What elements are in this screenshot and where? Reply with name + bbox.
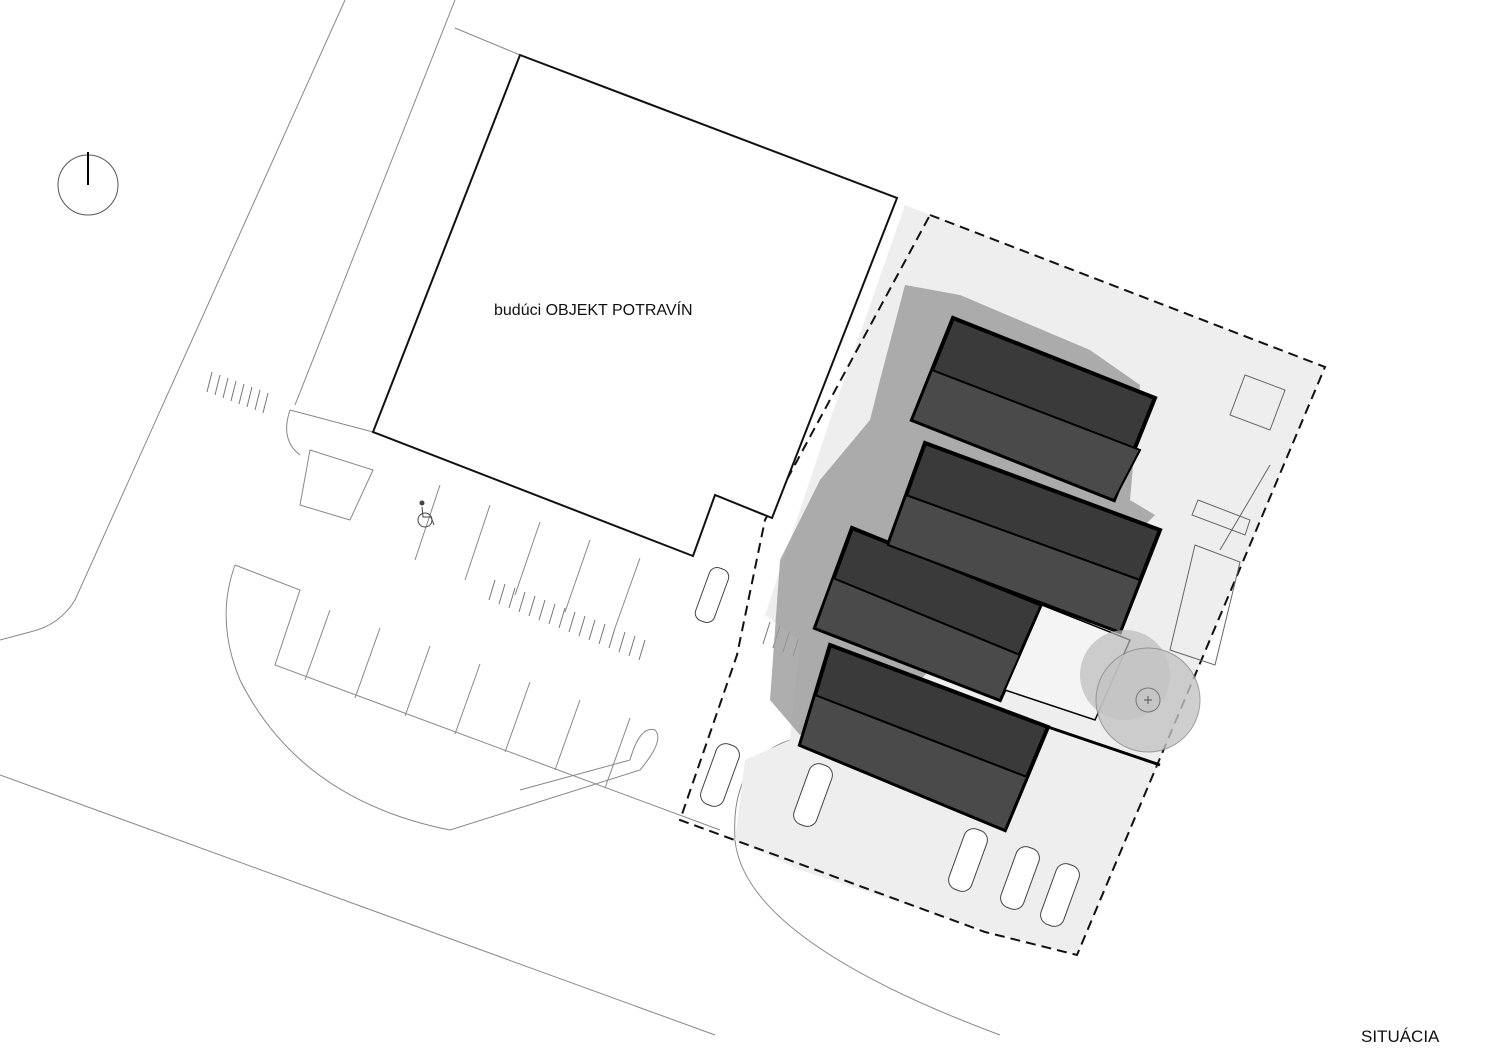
car-icon: [948, 828, 988, 892]
plot-boundary: [678, 213, 1327, 957]
roof-lower-halves: [798, 368, 1142, 832]
parking-stalls: [304, 484, 641, 789]
roads: [0, 0, 1001, 1036]
car-icon: [1000, 846, 1040, 910]
future-store-building: [371, 53, 899, 558]
car-icon: [793, 763, 833, 827]
cars: [694, 567, 1080, 927]
garden-furniture: [1169, 374, 1286, 666]
car-icon: [700, 743, 740, 807]
store-label: budúci OBJEKT POTRAVÍN: [494, 302, 693, 319]
wheelchair-icon: [417, 500, 435, 528]
car-icon: [694, 567, 730, 623]
tree-icon: [1080, 630, 1201, 753]
car-icon: [1040, 863, 1080, 927]
north-arrow-icon: [57, 152, 119, 216]
drawing-title: SITUÁCIA: [1361, 1027, 1440, 1046]
